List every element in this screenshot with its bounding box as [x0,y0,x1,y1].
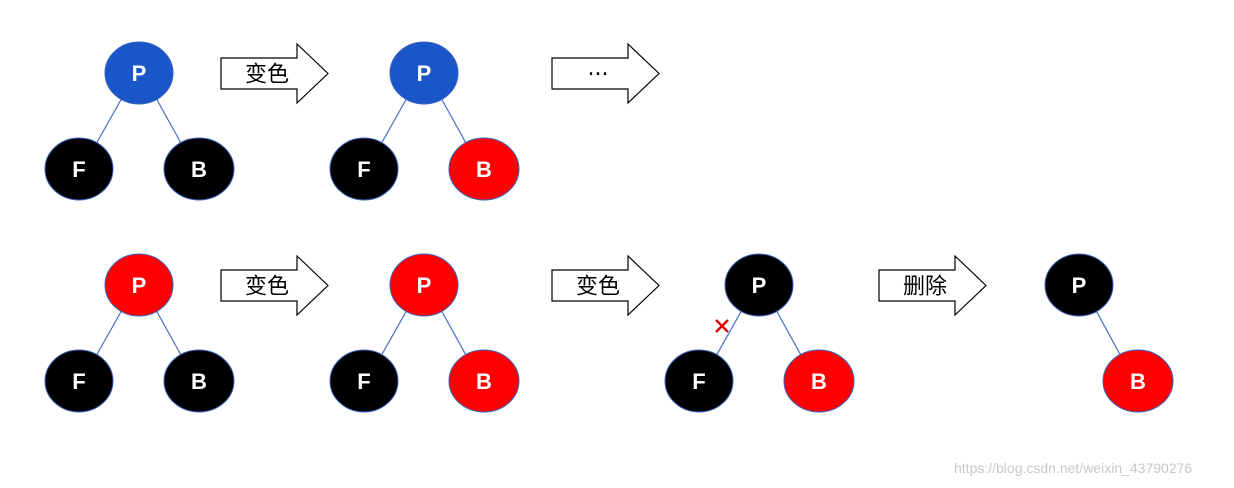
node-p-black: P [1044,253,1114,317]
arrow-shape [551,42,660,105]
tree-r2-s1: P F B [44,253,235,413]
node-b-red: B [448,349,520,413]
arrow-label: 变色 [245,275,289,300]
node-b-black: B [163,137,235,201]
node-p-blue: P [104,41,174,105]
node-label: F [357,157,370,182]
node-label: F [692,369,705,394]
arrow-r1-s4: ··· [551,42,660,105]
watermark: https://blog.csdn.net/weixin_43790276 [954,460,1193,476]
edge-p-b [155,96,183,146]
edge-p-f [95,96,123,146]
edge-p-f [715,308,743,358]
arrow-label: 删除 [903,275,947,300]
node-label: B [811,369,827,394]
edge-p-b [1094,309,1122,357]
node-f-black: F [44,349,114,413]
edge-p-b [155,308,183,358]
node-b-red: B [783,349,855,413]
node-f-black: F [664,349,734,413]
edge-p-f [380,96,408,146]
arrow-shape [220,42,329,105]
node-b-red: B [448,137,520,201]
edge-p-f [380,308,408,358]
tree-r2-s3: P F B [329,253,520,413]
node-label: F [357,369,370,394]
node-f-black: F [329,349,399,413]
arrow-shape [551,254,660,317]
edge-p-f [95,308,123,358]
arrow-r1-s2: 变色 [220,42,329,105]
node-p-black: P [724,253,794,317]
node-label: B [476,157,492,182]
node-label: P [417,273,432,298]
arrow-r2-s2: 变色 [220,254,329,317]
node-label: P [1072,273,1087,298]
node-label: B [1130,369,1146,394]
node-label: B [476,369,492,394]
node-label: P [752,273,767,298]
node-p-red: P [389,253,459,317]
node-f-black: F [44,137,114,201]
node-label: F [72,157,85,182]
tree-r2-s5: P F B [664,253,855,413]
arrow-r2-s4: 变色 [551,254,660,317]
node-label: F [72,369,85,394]
arrow-r2-s6: 删除 [878,254,987,317]
arrow-shape [220,254,329,317]
node-p-blue: P [389,41,459,105]
node-b-red: B [1102,349,1174,413]
node-b-black: B [163,349,235,413]
cut-mark-icon [715,319,729,333]
edge-p-b [440,96,468,146]
tree-r2-s7: PB [1044,253,1174,413]
node-label: B [191,157,207,182]
arrow-label: ··· [588,63,609,88]
arrow-label: 变色 [245,63,289,88]
node-f-black: F [329,137,399,201]
edge-p-b [775,308,803,358]
edge-p-b [440,308,468,358]
tree-r1-s1: P F B [44,41,235,201]
arrow-label: 变色 [576,275,620,300]
tree-r1-s3: P F B [329,41,520,201]
arrow-shape [878,254,987,317]
node-label: P [132,61,147,86]
node-p-red: P [104,253,174,317]
node-label: B [191,369,207,394]
node-label: P [417,61,432,86]
node-label: P [132,273,147,298]
